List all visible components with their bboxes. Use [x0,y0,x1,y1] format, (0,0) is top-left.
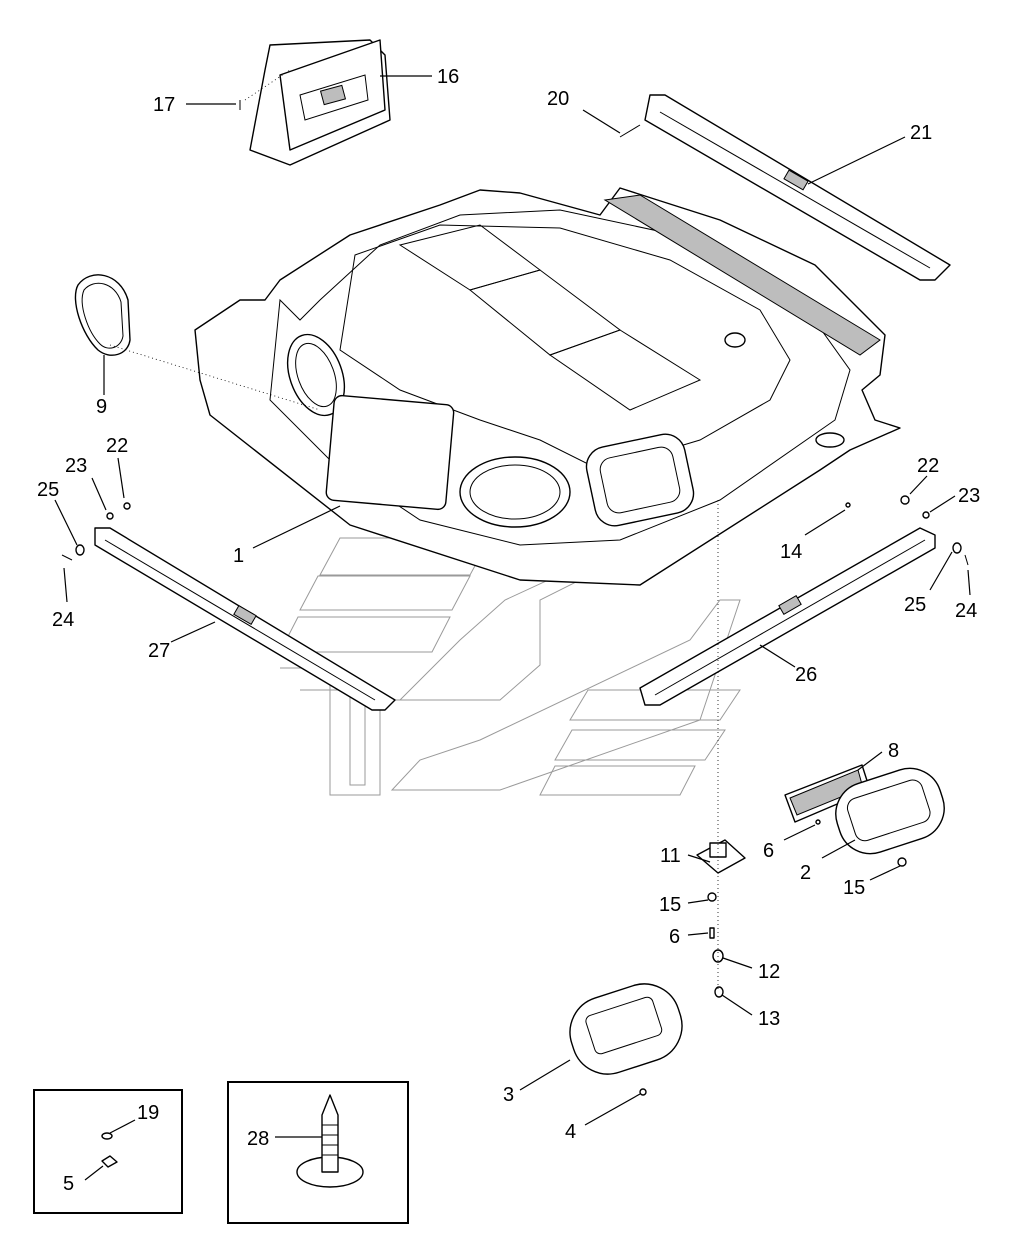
callout-9: 9 [96,396,107,418]
mount-stack [696,500,746,998]
assembly-guides [109,69,321,411]
callout-4: 4 [565,1121,576,1143]
callout-22: 22 [917,455,939,477]
callout-labels: 1 2 3 4 5 6 6 8 9 11 12 13 14 15 15 16 1… [37,66,980,1195]
callout-23: 23 [65,455,87,477]
fasteners [61,495,969,566]
bracket-assembly [239,39,391,166]
callout-17: 17 [153,94,175,116]
callout-21: 21 [910,122,932,144]
leader-lines [54,75,971,1181]
callout-2: 2 [800,862,811,884]
callout-26: 26 [795,664,817,686]
callout-3: 3 [503,1084,514,1106]
callout-1: 1 [233,545,244,567]
callout-15: 15 [659,894,681,916]
speaker-cover [74,274,131,356]
callout-19: 19 [137,1102,159,1124]
callout-27: 27 [148,640,170,662]
headliner-panel [194,187,901,586]
callout-28: 28 [247,1128,269,1150]
callout-24: 24 [52,609,74,631]
callout-6: 6 [669,926,680,948]
callout-8: 8 [888,740,899,762]
callout-12: 12 [758,961,780,983]
top-rail [619,94,951,281]
inset-box-right [227,1081,409,1224]
callout-23: 23 [958,485,980,507]
callout-24: 24 [955,600,977,622]
callout-5: 5 [63,1173,74,1195]
callout-22: 22 [106,435,128,457]
right-rail [639,527,936,706]
callout-25: 25 [37,479,59,501]
map-light [569,983,683,1096]
callout-15: 15 [843,877,865,899]
left-rail [94,527,396,711]
callout-13: 13 [758,1008,780,1030]
dome-light-assembly [784,764,945,867]
callout-11: 11 [660,845,681,867]
callout-25: 25 [904,594,926,616]
callout-6: 6 [763,840,774,862]
inset-box-left [33,1089,183,1214]
callout-14: 14 [780,541,802,563]
callout-16: 16 [437,66,459,88]
callout-20: 20 [547,88,569,110]
